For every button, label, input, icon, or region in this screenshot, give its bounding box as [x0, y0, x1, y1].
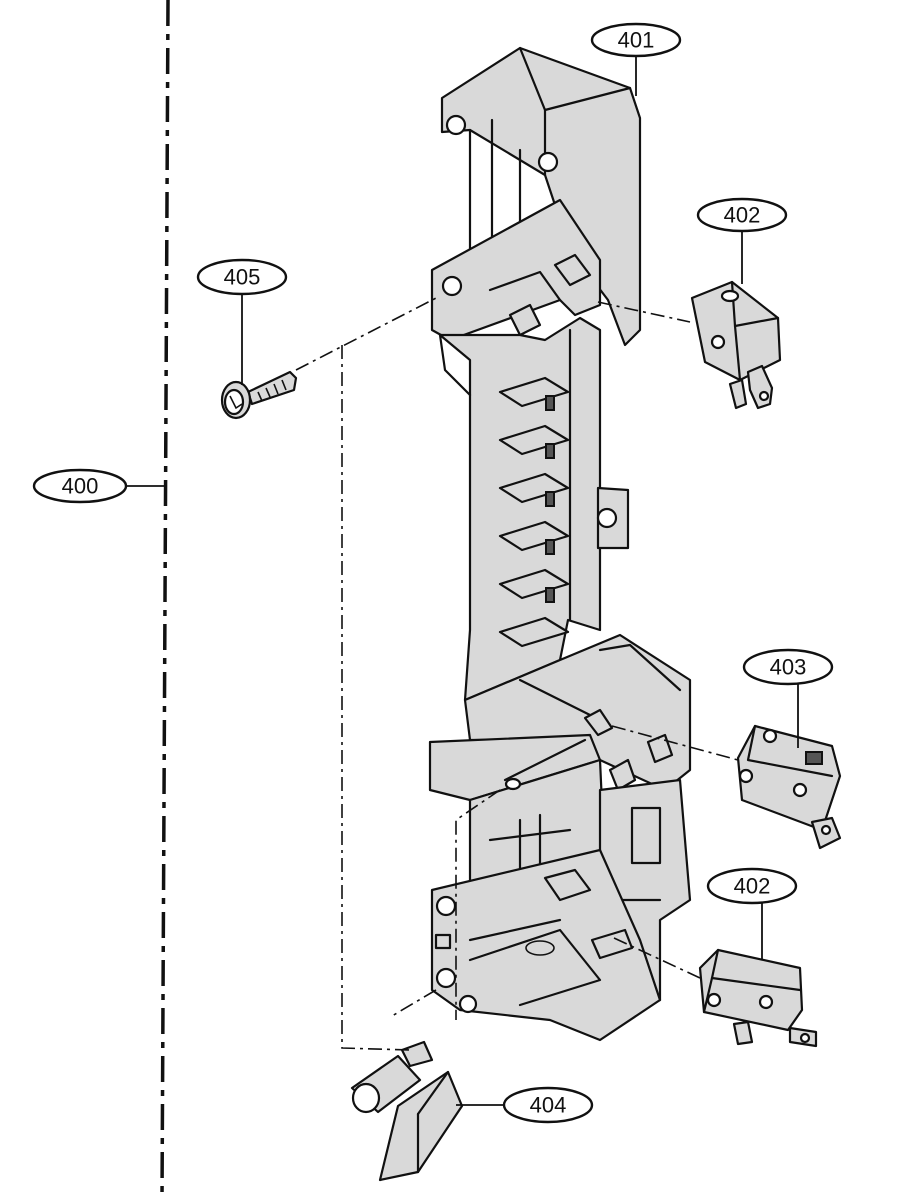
- assembly-boundary-line: [160, 0, 170, 1200]
- label-402-top: 402: [696, 197, 788, 233]
- label-403-text: 403: [770, 655, 807, 680]
- label-405: 405: [196, 258, 288, 296]
- label-404: 404: [502, 1086, 594, 1124]
- assembly-dash-lines: [295, 295, 739, 1051]
- label-402-top-text: 402: [724, 203, 761, 228]
- label-402-bottom-text: 402: [734, 874, 771, 899]
- frame-fins: [498, 376, 570, 648]
- label-400-text: 400: [62, 474, 99, 499]
- label-400: 400: [32, 468, 128, 504]
- label-401: 401: [590, 22, 682, 58]
- label-404-text: 404: [530, 1093, 567, 1118]
- door-latch-frame: [428, 46, 692, 1042]
- latch-lever: [350, 1040, 464, 1182]
- label-401-text: 401: [618, 28, 655, 53]
- label-402-bottom: 402: [706, 867, 798, 905]
- screw: [220, 370, 298, 420]
- micro-switch-middle: [736, 724, 842, 850]
- micro-switch-bottom: [698, 948, 818, 1048]
- micro-switch-top: [690, 280, 782, 410]
- label-403: 403: [742, 648, 834, 686]
- label-leaders: [126, 56, 799, 1106]
- label-405-text: 405: [224, 265, 261, 290]
